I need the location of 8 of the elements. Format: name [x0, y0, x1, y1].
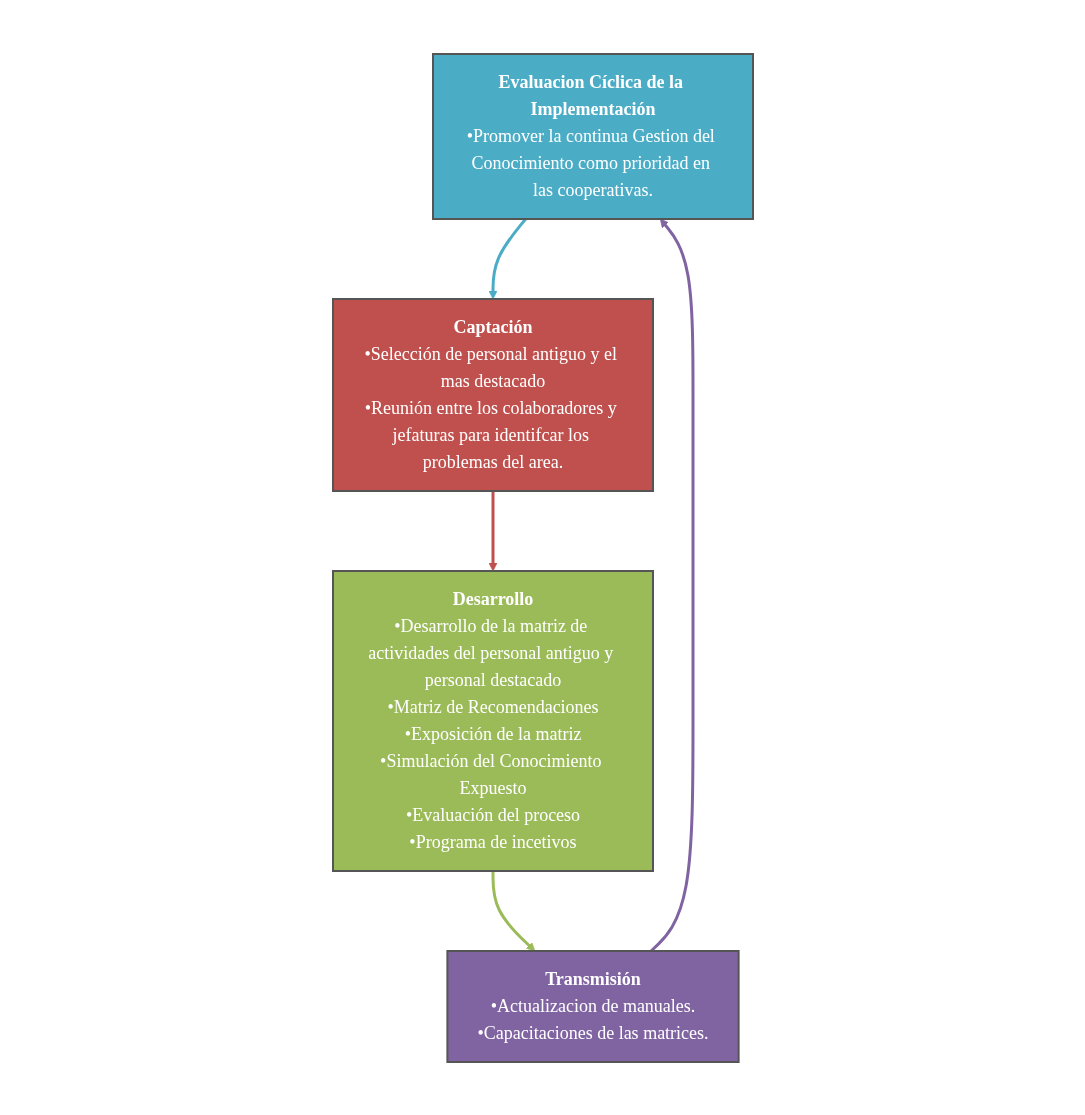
arrow [491, 870, 535, 951]
arrow [488, 490, 497, 571]
node-box: Desarrollo •Desarrollo de la matriz de actividades del personal antiguo y personal destacado •Matriz de Recomendaciones •Exposición de la matriz •Simulación del Conocimiento Expuesto •Evaluación del proceso •Programa de incetivos [331, 569, 654, 872]
node-box: Transmisión •Actualizacion de manuales. •Capacitaciones de las matrices. [445, 949, 740, 1063]
node-box: Captación •Selección de personal antiguo y el mas destacado •Reunión entre los colaboradores y jefaturas para identifcar los problemas del area. [331, 297, 654, 492]
node-box: Evaluacion Cíclica de la Implementación •Promover la continua Gestion del Conocimiento como prioridad en las cooperativas. [431, 52, 754, 220]
arrow [649, 218, 694, 952]
arrow [488, 217, 527, 299]
